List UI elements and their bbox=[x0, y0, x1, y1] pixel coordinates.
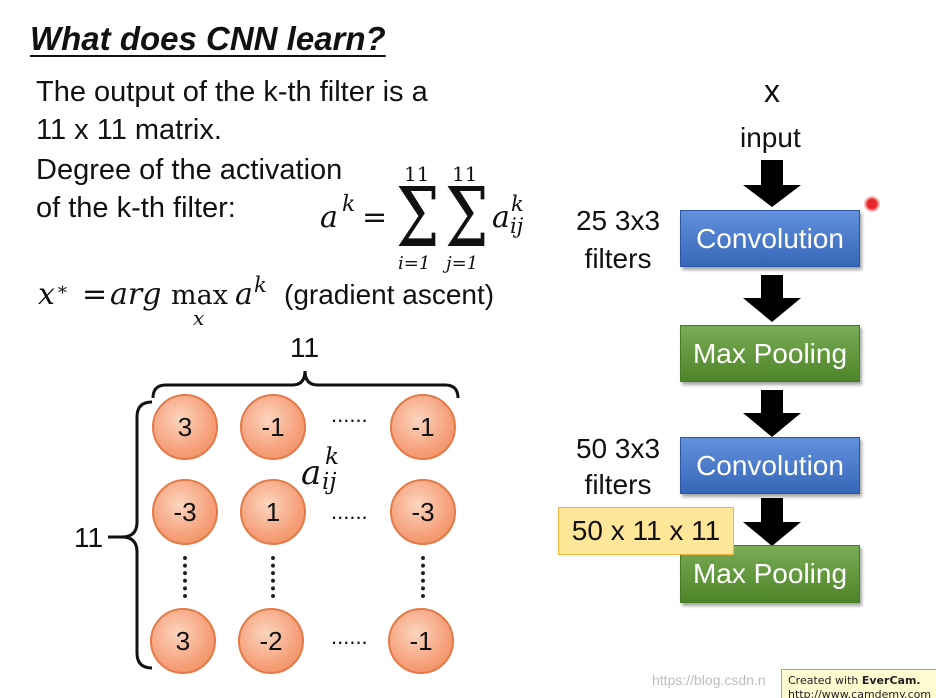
text-line-degree: Degree of the activation bbox=[36, 154, 343, 186]
matrix-element-var: a bbox=[301, 453, 322, 493]
text-line-filter: of the k-th filter: bbox=[36, 192, 236, 224]
slide-title: What does CNN learn? bbox=[30, 20, 386, 57]
ascent-equals: = bbox=[82, 277, 108, 312]
ascent-var-sup: * bbox=[58, 283, 67, 304]
matrix-cell: -1 bbox=[390, 394, 456, 460]
matrix-cell: -1 bbox=[240, 394, 306, 460]
matrix-element-sub: ij bbox=[322, 469, 337, 495]
evercam-prefix: Created with bbox=[788, 674, 859, 687]
row-ellipsis: ...... bbox=[331, 402, 368, 427]
arrow-down-icon bbox=[743, 275, 801, 322]
sum-i-upper: 11 bbox=[404, 162, 430, 186]
matrix-cell: -1 bbox=[388, 608, 454, 674]
column-vertical-dots bbox=[421, 556, 425, 598]
blog-watermark: https://blog.csdn.n bbox=[652, 672, 766, 688]
sum-j-lower: j=1 bbox=[446, 253, 479, 274]
column-vertical-dots bbox=[271, 556, 275, 598]
summation-symbol-i: Σ bbox=[396, 171, 440, 266]
row-ellipsis: ...... bbox=[331, 499, 368, 524]
conv2-filter-count: 50 3x3 bbox=[575, 433, 661, 464]
evercam-watermark: Created with EverCam. http://www.camdemy… bbox=[781, 669, 936, 698]
ascent-max-under: x bbox=[193, 306, 205, 330]
matrix-width-label: 11 bbox=[290, 332, 320, 363]
conv1-filter-count: 25 3x3 bbox=[575, 205, 661, 236]
formula-term-var: a bbox=[492, 200, 510, 235]
arrow-down-icon bbox=[743, 498, 801, 546]
formula-lhs-var: a bbox=[320, 200, 338, 235]
arrow-down-icon bbox=[743, 390, 801, 437]
ascent-arg: arg bbox=[110, 277, 162, 312]
evercam-url: http://www.camdemy.com bbox=[788, 687, 932, 698]
formula-lhs-sup: k bbox=[342, 192, 356, 217]
conv1-filter-word: filters bbox=[584, 243, 652, 274]
matrix-height-label: 11 bbox=[74, 522, 104, 553]
evercam-brand: EverCam. bbox=[861, 674, 921, 687]
formula-term-sub: ij bbox=[510, 214, 524, 238]
network-input-var: x bbox=[764, 73, 780, 109]
matrix-cell: 3 bbox=[150, 608, 216, 674]
arrow-down-icon bbox=[743, 160, 801, 207]
text-line-matrix: 11 x 11 matrix. bbox=[36, 114, 222, 146]
sum-j-upper: 11 bbox=[452, 162, 478, 186]
formula-equals: = bbox=[362, 200, 388, 235]
convolution-layer-1: Convolution bbox=[680, 210, 860, 267]
top-brace bbox=[151, 370, 460, 399]
output-shape-badge: 50 x 11 x 11 bbox=[558, 507, 734, 555]
matrix-cell: -3 bbox=[390, 479, 456, 545]
formula-term-sup: k bbox=[511, 192, 524, 216]
ascent-var: x bbox=[38, 277, 55, 312]
matrix-cell: 3 bbox=[152, 394, 218, 460]
ascent-max: max bbox=[171, 280, 228, 311]
matrix-cell: 1 bbox=[240, 479, 306, 545]
ascent-term-sup: k bbox=[254, 273, 267, 297]
sum-i-lower: i=1 bbox=[398, 253, 431, 274]
matrix-cell: -3 bbox=[152, 479, 218, 545]
max-pooling-layer-2: Max Pooling bbox=[680, 545, 860, 603]
summation-symbol-j: Σ bbox=[445, 171, 489, 266]
row-ellipsis: ...... bbox=[331, 624, 368, 649]
matrix-cell: -2 bbox=[238, 608, 304, 674]
text-line-output: The output of the k-th filter is a bbox=[36, 76, 428, 108]
left-brace bbox=[121, 400, 153, 670]
conv2-filter-word: filters bbox=[584, 469, 652, 500]
convolution-layer-2: Convolution bbox=[680, 437, 860, 494]
matrix-element-sup: k bbox=[325, 444, 339, 470]
network-input-label: input bbox=[740, 122, 801, 153]
pointer-dot bbox=[864, 196, 880, 212]
column-vertical-dots bbox=[183, 556, 187, 598]
ascent-term-var: a bbox=[235, 277, 253, 312]
max-pooling-layer-1: Max Pooling bbox=[680, 325, 860, 382]
ascent-note: (gradient ascent) bbox=[284, 279, 495, 310]
